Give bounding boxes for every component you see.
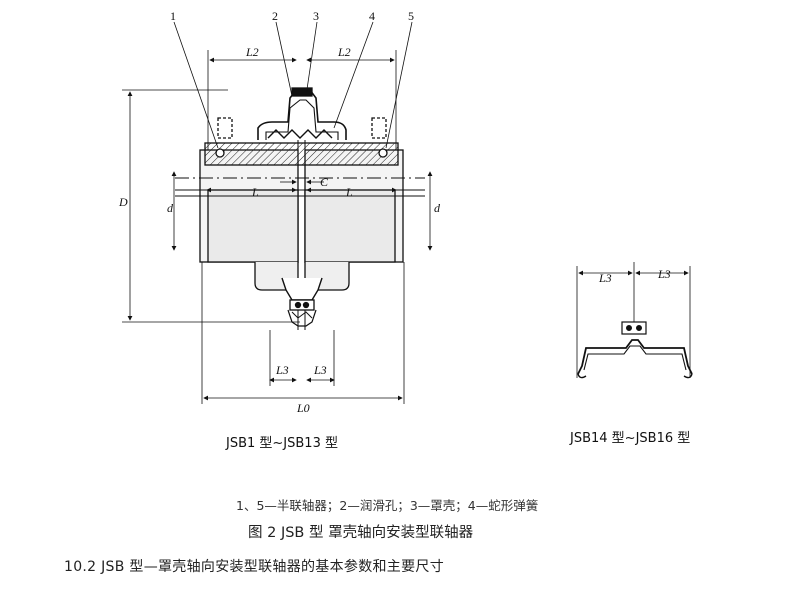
dim-d-right: d xyxy=(434,201,441,215)
figure-title: 图 2 JSB 型 罩壳轴向安装型联轴器 xyxy=(248,525,474,541)
dim-L-left: L xyxy=(251,185,259,199)
alt-dim-L3-right: L3 xyxy=(657,267,671,281)
dim-L2-left: L2 xyxy=(245,45,259,59)
dim-D: D xyxy=(118,195,128,209)
alt-dim-L3-left: L3 xyxy=(598,271,612,285)
serpentine-spring-top xyxy=(267,129,333,139)
part-number-3: 3 xyxy=(313,9,319,23)
dimension-lines xyxy=(122,21,433,404)
alt-cover-shell xyxy=(577,339,693,375)
part-number-4: 4 xyxy=(369,9,375,23)
dim-L0: L0 xyxy=(296,401,310,415)
dim-L3-left: L3 xyxy=(275,363,289,377)
dim-C: C xyxy=(320,175,329,189)
section-heading: 10.2 JSB 型—罩壳轴向安装型联轴器的基本参数和主要尺寸 xyxy=(64,559,444,575)
caption-jsb14-jsb16: JSB14 型~JSB16 型 xyxy=(570,431,691,446)
lubrication-hole xyxy=(291,87,313,97)
main-coupling-view xyxy=(175,87,425,330)
caption-jsb1-jsb13: JSB1 型~JSB13 型 xyxy=(226,436,338,451)
hub-flange xyxy=(204,142,399,166)
alt-cover-view xyxy=(576,262,693,379)
parts-legend: 1、5—半联轴器；2—润滑孔；3—罩壳；4—蛇形弹簧 xyxy=(236,498,539,513)
part-number-1: 1 xyxy=(170,9,176,23)
part-number-2: 2 xyxy=(272,9,278,23)
dim-d-left: d xyxy=(167,201,174,215)
dim-L2-right: L2 xyxy=(337,45,351,59)
dim-L-right: L xyxy=(345,185,353,199)
part-number-5: 5 xyxy=(408,9,414,23)
dim-L3-right: L3 xyxy=(313,363,327,377)
